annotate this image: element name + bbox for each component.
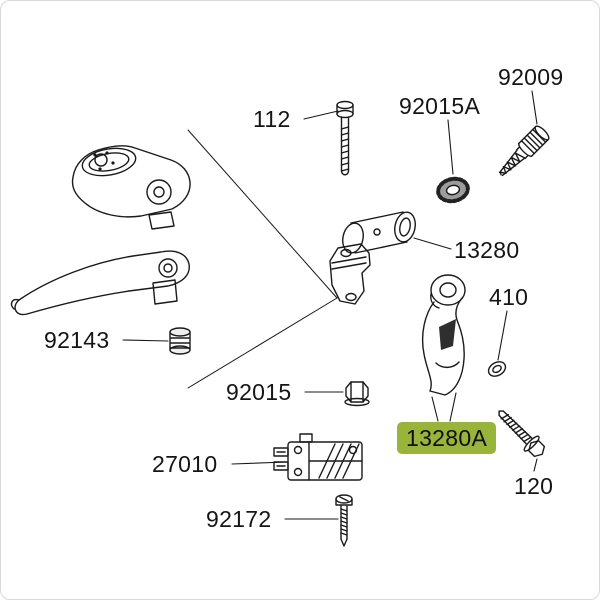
part-label-120[interactable]: 120 (514, 473, 554, 499)
part-label-92143[interactable]: 92143 (44, 327, 110, 353)
part-label-13280[interactable]: 13280 (454, 237, 520, 263)
screw-92172-drawing (335, 494, 353, 547)
part-label-92009[interactable]: 92009 (498, 64, 564, 90)
switch-27010-drawing (273, 433, 363, 481)
washer-410-drawing (487, 361, 507, 377)
washer-92015A-drawing (436, 176, 470, 204)
bolt-120-drawing (498, 410, 546, 458)
projection-lines (187, 129, 338, 389)
part-label-27010[interactable]: 27010 (152, 451, 218, 477)
part-label-13280A-selected[interactable]: 13280A (397, 422, 497, 455)
part-label-410[interactable]: 410 (489, 284, 529, 310)
nut-92015-drawing (344, 381, 370, 407)
holder-13280A-drawing (421, 274, 466, 396)
part-label-112[interactable]: 112 (253, 106, 291, 132)
bushing-92143-drawing (169, 327, 191, 355)
lever-perch-drawing (71, 145, 191, 230)
part-label-92015[interactable]: 92015 (226, 379, 292, 405)
screw-92009-drawing (498, 125, 550, 177)
clamp-13280-drawing (329, 211, 416, 305)
part-label-92015A[interactable]: 92015A (399, 93, 481, 119)
part-label-92172[interactable]: 92172 (206, 506, 272, 532)
leader-lines (122, 90, 538, 520)
bolt-112-drawing (336, 100, 354, 176)
clutch-lever-drawing (10, 250, 190, 316)
